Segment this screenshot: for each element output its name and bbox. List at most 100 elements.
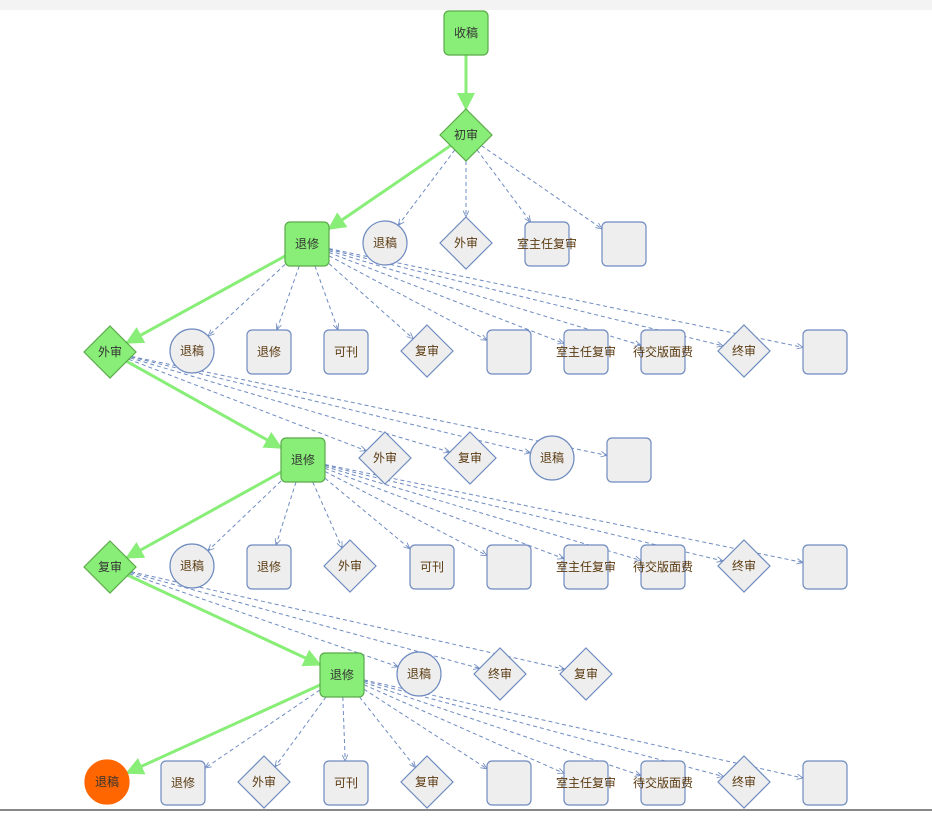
decision-node-re-review[interactable]: 复审 — [443, 431, 497, 485]
node-shape[interactable] — [802, 760, 848, 806]
node-shape[interactable] — [362, 220, 408, 266]
decision-node-initial-review[interactable]: 初审 — [439, 108, 493, 162]
state-node-reject[interactable]: 退稿 — [169, 328, 215, 374]
step-node-empty[interactable] — [601, 221, 647, 267]
step-node-return-revise[interactable]: 退修 — [284, 221, 330, 267]
node-shape[interactable] — [439, 216, 493, 270]
decision-node-final-review[interactable]: 终审 — [473, 647, 527, 701]
main-flow-edge — [125, 683, 321, 775]
step-node-director-re-review[interactable]: 室主任复审 — [517, 221, 577, 267]
decision-node-re-review[interactable]: 复审 — [400, 755, 454, 809]
step-node-empty[interactable] — [802, 760, 848, 806]
step-node-return-revise[interactable]: 退修 — [319, 652, 365, 698]
state-node-reject[interactable]: 退稿 — [362, 220, 408, 266]
node-shape[interactable] — [83, 325, 137, 379]
step-node-return-revise[interactable]: 退修 — [246, 329, 292, 375]
node-shape[interactable] — [358, 431, 412, 485]
branch-edge — [328, 248, 803, 348]
state-node-reject[interactable]: 退稿 — [84, 759, 130, 805]
step-node-publishable[interactable]: 可刊 — [323, 760, 369, 806]
node-shape[interactable] — [717, 539, 771, 593]
node-shape[interactable] — [284, 221, 330, 267]
step-node-empty[interactable] — [802, 329, 848, 375]
step-node-empty[interactable] — [606, 437, 652, 483]
node-shape[interactable] — [640, 329, 686, 375]
node-shape[interactable] — [473, 647, 527, 701]
node-shape[interactable] — [563, 329, 609, 375]
node-shape[interactable] — [84, 759, 130, 805]
node-shape[interactable] — [601, 221, 647, 267]
step-node-empty[interactable] — [486, 544, 532, 590]
node-label: 待交版面费 — [633, 775, 693, 790]
node-shape[interactable] — [640, 544, 686, 590]
step-node-publishable[interactable]: 可刊 — [409, 544, 455, 590]
node-shape[interactable] — [486, 760, 532, 806]
branch-edge — [363, 688, 487, 769]
node-shape[interactable] — [486, 544, 532, 590]
node-shape[interactable] — [323, 329, 369, 375]
node-shape[interactable] — [640, 760, 686, 806]
node-shape[interactable] — [439, 108, 493, 162]
decision-node-re-review[interactable]: 复审 — [83, 540, 137, 594]
decision-node-final-review[interactable]: 终审 — [717, 324, 771, 378]
step-node-return-revise[interactable]: 退修 — [160, 760, 206, 806]
step-node-pending-layout-fee[interactable]: 待交版面费 — [633, 760, 693, 806]
decision-node-re-review[interactable]: 复审 — [559, 647, 613, 701]
node-shape[interactable] — [529, 435, 575, 481]
node-shape[interactable] — [396, 651, 442, 697]
node-shape[interactable] — [443, 431, 497, 485]
state-node-reject[interactable]: 退稿 — [529, 435, 575, 481]
node-shape[interactable] — [323, 539, 377, 593]
step-node-return-revise[interactable]: 退修 — [280, 437, 326, 483]
step-node-pending-layout-fee[interactable]: 待交版面费 — [633, 544, 693, 590]
state-node-reject[interactable]: 退稿 — [396, 651, 442, 697]
node-shape[interactable] — [400, 755, 454, 809]
node-shape[interactable] — [802, 544, 848, 590]
decision-node-external-review[interactable]: 外审 — [83, 325, 137, 379]
node-shape[interactable] — [400, 324, 454, 378]
node-label: 退稿 — [180, 558, 204, 573]
node-shape[interactable] — [559, 647, 613, 701]
node-shape[interactable] — [606, 437, 652, 483]
decision-node-final-review[interactable]: 终审 — [717, 539, 771, 593]
node-shape[interactable] — [246, 329, 292, 375]
step-node-director-re-review[interactable]: 室主任复审 — [556, 760, 616, 806]
node-shape[interactable] — [280, 437, 326, 483]
step-node-empty[interactable] — [486, 760, 532, 806]
node-shape[interactable] — [319, 652, 365, 698]
decision-node-external-review[interactable]: 外审 — [439, 216, 493, 270]
node-shape[interactable] — [169, 328, 215, 374]
decision-node-final-review[interactable]: 终审 — [717, 755, 771, 809]
step-node-empty[interactable] — [486, 329, 532, 375]
node-label: 终审 — [732, 343, 756, 358]
main-flow-edge — [125, 470, 282, 560]
node-shape[interactable] — [563, 544, 609, 590]
node-shape[interactable] — [237, 755, 291, 809]
node-shape[interactable] — [246, 544, 292, 590]
decision-node-re-review[interactable]: 复审 — [400, 324, 454, 378]
step-node-empty[interactable] — [802, 544, 848, 590]
step-node-director-re-review[interactable]: 室主任复审 — [556, 329, 616, 375]
node-shape[interactable] — [717, 755, 771, 809]
step-node-pending-layout-fee[interactable]: 待交版面费 — [633, 329, 693, 375]
step-node-return-revise[interactable]: 退修 — [246, 544, 292, 590]
node-shape[interactable] — [160, 760, 206, 806]
decision-node-external-review[interactable]: 外审 — [323, 539, 377, 593]
node-shape[interactable] — [409, 544, 455, 590]
node-shape[interactable] — [563, 760, 609, 806]
step-node-publishable[interactable]: 可刊 — [323, 329, 369, 375]
node-shape[interactable] — [323, 760, 369, 806]
node-shape[interactable] — [717, 324, 771, 378]
node-shape[interactable] — [486, 329, 532, 375]
step-node-director-re-review[interactable]: 室主任复审 — [556, 544, 616, 590]
state-node-reject[interactable]: 退稿 — [169, 543, 215, 589]
step-node-receive[interactable]: 收稿 — [443, 10, 489, 56]
decision-node-external-review[interactable]: 外审 — [237, 755, 291, 809]
branch-edge — [324, 464, 723, 561]
decision-node-external-review[interactable]: 外审 — [358, 431, 412, 485]
node-shape[interactable] — [524, 221, 570, 267]
node-shape[interactable] — [802, 329, 848, 375]
node-shape[interactable] — [443, 10, 489, 56]
node-shape[interactable] — [83, 540, 137, 594]
node-shape[interactable] — [169, 543, 215, 589]
